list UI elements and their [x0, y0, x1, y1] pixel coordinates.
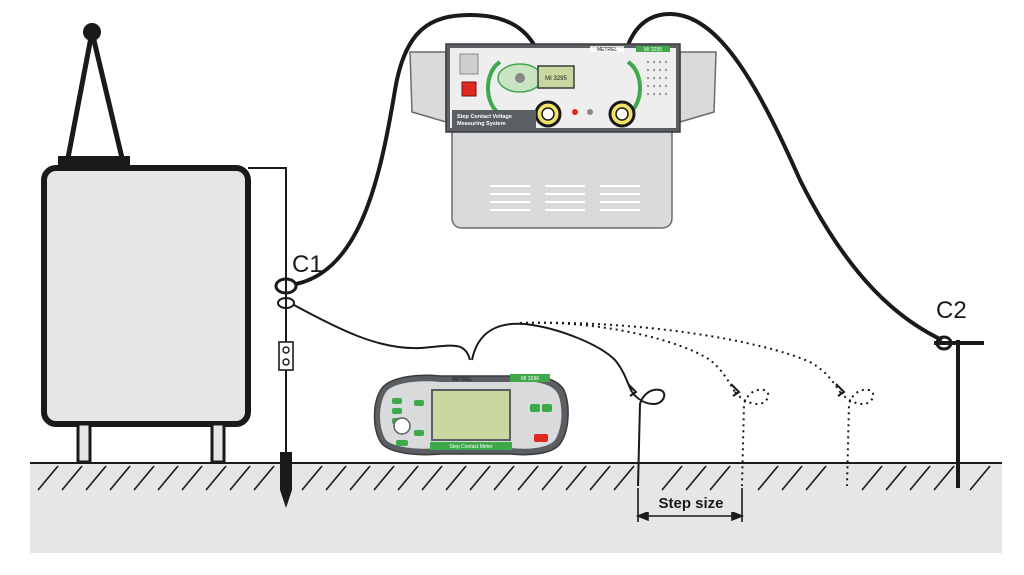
main-unit-panel-text-2: Measuring System	[457, 121, 506, 127]
handheld-power-button	[534, 434, 548, 442]
c2-label: C2	[936, 297, 967, 324]
probe-3-clip	[835, 383, 846, 397]
ground-hatching	[37, 465, 991, 491]
probe-2-clip	[730, 383, 741, 397]
main-unit-display-text: MI 3295	[545, 76, 567, 82]
cable-c1-main	[295, 12, 550, 286]
main-unit-model: MI 3295	[644, 47, 662, 53]
main-unit-power-button	[461, 81, 477, 97]
handheld-model: MI 3296	[521, 376, 539, 382]
step-size-dimension	[635, 488, 745, 522]
cable-handheld-probe1	[471, 322, 633, 393]
transformer-cabinet	[41, 165, 251, 427]
cable-c1-handheld	[293, 304, 471, 361]
main-unit-display	[537, 65, 575, 89]
earthing-conductor	[248, 167, 294, 460]
cable-dotted-probe2	[519, 321, 736, 393]
handheld-brand: METREL	[452, 377, 473, 383]
cable-dotted-probe3	[519, 321, 841, 393]
handheld-label-strip	[430, 442, 512, 450]
disconnect-link	[278, 341, 294, 371]
transformer	[41, 23, 251, 464]
handheld-model-tag	[510, 374, 550, 382]
clamp-c1	[274, 277, 298, 309]
cable-main-c2	[619, 11, 943, 342]
stake-c2	[934, 335, 984, 488]
handheld-screen	[431, 389, 511, 441]
ground	[30, 462, 1002, 553]
handheld-meter: MI 3296 METREL Step Contact Meter	[373, 374, 569, 456]
step-size-label-bg	[646, 492, 736, 512]
handheld-label: Step Contact Meter	[449, 444, 492, 450]
c1-label: C1	[292, 251, 323, 278]
main-unit-brand: METREL	[597, 47, 618, 53]
main-unit-handle-left	[409, 51, 447, 124]
main-unit-speaker-grille	[646, 60, 668, 96]
main-unit-vents	[490, 185, 640, 211]
cabinet-leg-left	[76, 422, 92, 464]
clamp-c2	[935, 335, 953, 351]
main-unit-handle-right	[679, 51, 717, 124]
handheld-key-right-2	[542, 404, 552, 412]
main-unit-case	[451, 129, 673, 229]
probe-1	[627, 383, 666, 487]
insulator-knob	[83, 23, 101, 41]
earth-electrode	[280, 452, 292, 508]
handheld-key-right-1	[530, 404, 540, 412]
handheld-dial	[393, 417, 411, 435]
cabinet-leg-right	[210, 422, 226, 464]
step-size-label: Step size	[658, 495, 723, 512]
main-unit: MI 3295 METREL MI 3295 Step Contact Volt…	[409, 43, 717, 229]
main-unit-panel-text-1: Step Contact Voltage	[457, 114, 512, 120]
